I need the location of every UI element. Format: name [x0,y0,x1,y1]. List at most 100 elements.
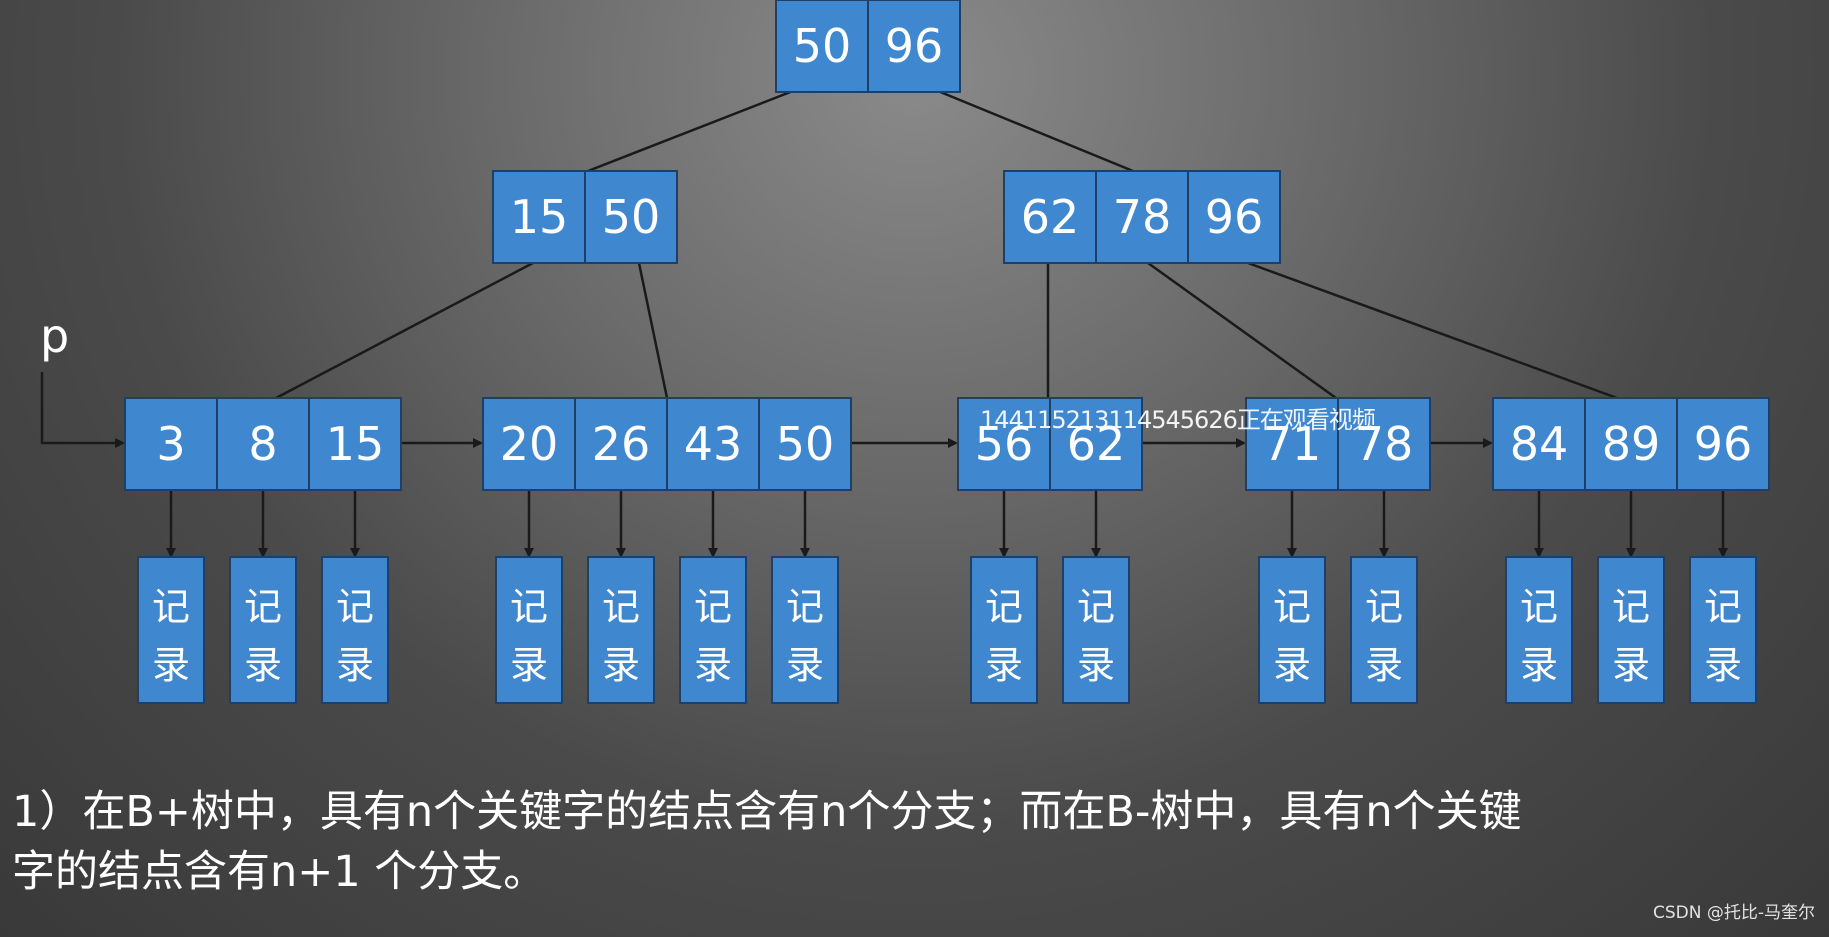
record-rect [1062,556,1130,704]
tree-edge [1247,261,1618,400]
leaf-node-cell [1676,397,1770,491]
root-node-cell [775,0,869,93]
record-label-char: 记 [602,585,640,629]
root-node-cell [867,0,961,93]
leaf-node-key: 71 [1263,417,1322,471]
record-box: 记录 [771,556,839,704]
record-label-char: 录 [336,643,374,687]
record-label-char: 录 [985,643,1023,687]
leaf-node: 71 78 [1245,397,1431,491]
leaf-node-key: 50 [776,417,835,471]
root-node: 50 96 [775,0,961,93]
record-label-char: 记 [1520,585,1558,629]
record-box: 记录 [1597,556,1665,704]
record-box: 记录 [1505,556,1573,704]
leaf-node-key: 56 [975,417,1034,471]
internal-node-key: 78 [1113,190,1172,244]
tree-edge [275,261,534,400]
leaf-node-cell [124,397,218,491]
record-label-char: 记 [985,585,1023,629]
internal-node-key: 15 [510,190,569,244]
record-box: 记录 [1258,556,1326,704]
internal-node-key: 62 [1021,190,1080,244]
leaf-node-key: 84 [1510,417,1569,471]
record-rect [1505,556,1573,704]
leaf-node-key: 43 [684,417,743,471]
record-box: 记录 [1689,556,1757,704]
leaf-node-key: 96 [1694,417,1753,471]
tree-edges [275,80,1618,400]
record-label-char: 录 [1704,643,1742,687]
record-label-char: 录 [1077,643,1115,687]
record-box: 记录 [587,556,655,704]
leaf-node-cell [216,397,310,491]
record-label-char: 录 [602,643,640,687]
record-box: 记录 [1350,556,1418,704]
caption-line-1: 1）在B+树中，具有n个关键字的结点含有n个分支；而在B-树中，具有n个关键 [12,787,1522,837]
record-label-char: 录 [152,643,190,687]
leaf-node-cell [957,397,1051,491]
internal-node-cell [1187,170,1281,264]
record-label-char: 记 [510,585,548,629]
pointer-arrow [40,372,125,448]
record-rect [137,556,205,704]
watermark: CSDN @托比-马奎尔 [1652,903,1815,923]
caption-text: 1）在B+树中，具有n个关键字的结点含有n个分支；而在B-树中，具有n个关键 字… [12,782,1822,902]
record-rect [1350,556,1418,704]
record-rect [771,556,839,704]
tree-edge [1147,261,1337,400]
leaf-node-cell [308,397,402,491]
root-node-key: 50 [793,19,852,73]
record-rect [679,556,747,704]
record-links [166,490,1728,558]
record-label-char: 录 [1365,643,1403,687]
leaf-node-cell [1584,397,1678,491]
record-label-char: 记 [336,585,374,629]
record-label-char: 录 [694,643,732,687]
record-box: 记录 [970,556,1038,704]
leaf-node-cell [1049,397,1143,491]
record-box: 记录 [679,556,747,704]
record-box: 记录 [137,556,205,704]
leaf-node: 56 62 [957,397,1143,491]
leaf-node-cell [1337,397,1431,491]
leaf-node-cell [666,397,760,491]
record-rect [495,556,563,704]
record-box: 记录 [495,556,563,704]
leaf-node-cell [482,397,576,491]
record-label-char: 记 [1365,585,1403,629]
leaf-node-key: 62 [1067,417,1126,471]
internal-node-cell [1003,170,1097,264]
record-label-char: 录 [1612,643,1650,687]
leaf-node-key: 78 [1355,417,1414,471]
record-label-char: 记 [1704,585,1742,629]
record-label-char: 录 [510,643,548,687]
record-box: 记录 [229,556,297,704]
leaf-node-key: 26 [592,417,651,471]
internal-node-key: 96 [1205,190,1264,244]
record-rect [587,556,655,704]
pointer-label: p [40,309,69,363]
head-pointer: p [40,309,125,448]
internal-node-cell [492,170,586,264]
record-rect [321,556,389,704]
record-label-char: 录 [1520,643,1558,687]
root-node-key: 96 [885,19,944,73]
viewer-notice-overlay: 144115213114545626正在观看视频 [980,406,1376,434]
leaf-node-key: 89 [1602,417,1661,471]
record-label-char: 录 [786,643,824,687]
record-label-char: 录 [244,643,282,687]
caption-line-2: 字的结点含有n+1 个分支。 [12,847,547,897]
leaf-node-key: 15 [326,417,385,471]
record-label-char: 记 [694,585,732,629]
record-label-char: 记 [152,585,190,629]
internal-node-key: 50 [602,190,661,244]
leaf-node-cell [1245,397,1339,491]
